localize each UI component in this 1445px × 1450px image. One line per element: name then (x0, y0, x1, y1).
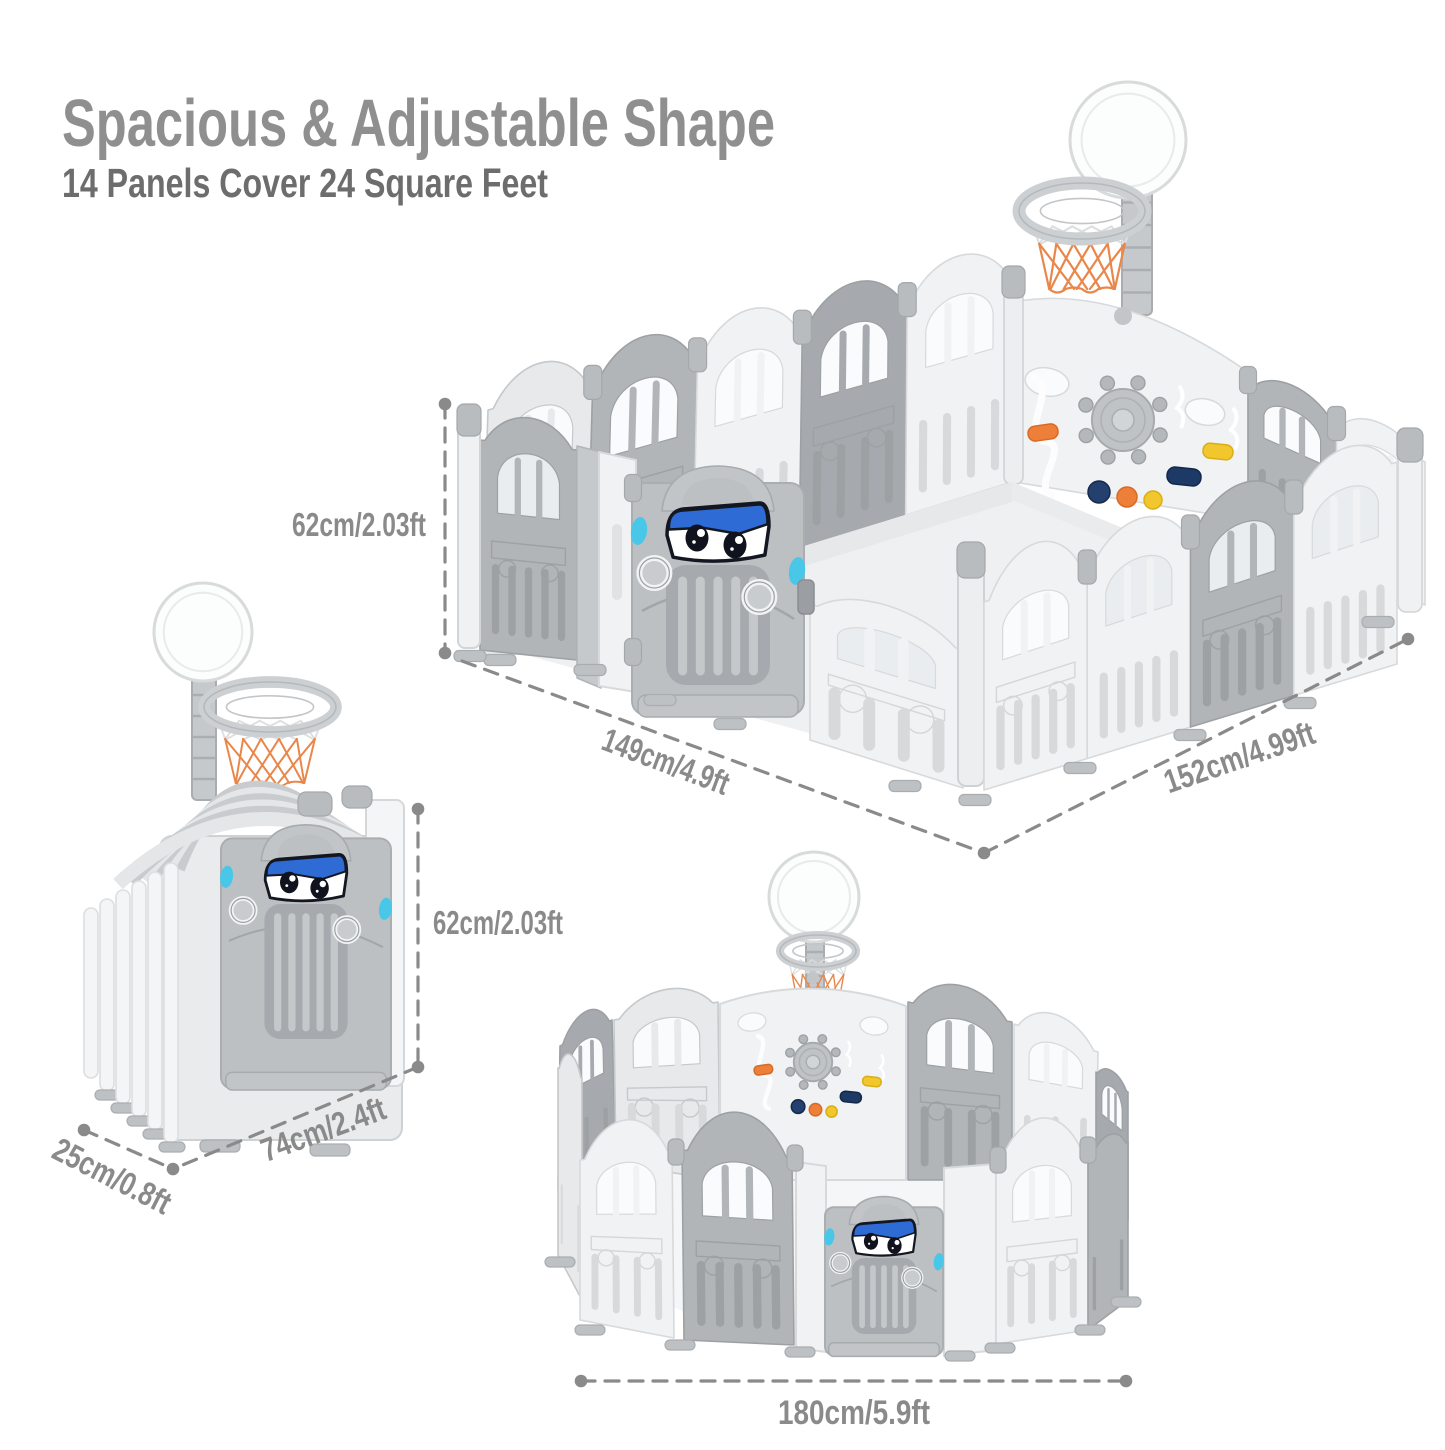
svg-text:180cm/5.9ft: 180cm/5.9ft (778, 1394, 930, 1432)
svg-text:62cm/2.03ft: 62cm/2.03ft (433, 904, 563, 941)
svg-text:14 Panels Cover 24 Square Feet: 14 Panels Cover 24 Square Feet (62, 160, 548, 206)
svg-text:62cm/2.03ft: 62cm/2.03ft (292, 506, 426, 543)
svg-text:Spacious & Adjustable Shape: Spacious & Adjustable Shape (62, 86, 775, 161)
